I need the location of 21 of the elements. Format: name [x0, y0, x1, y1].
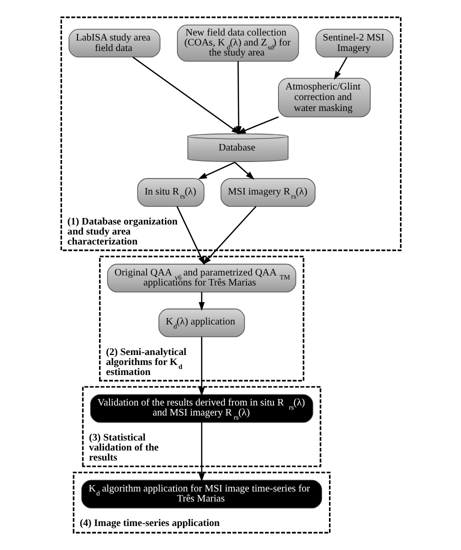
node-box: K$_{d}$ algorithm application for MSI image time-series for Três Marias: [80, 480, 322, 508]
node-box: Atmospheric/Glint correction and water masking: [278, 78, 370, 118]
node-box: Original QAA$_{v6}$ and parametrized QAA$_{TM}$ applications for Três Marias: [106, 264, 296, 292]
arrow: [235, 61, 242, 135]
arrow: [202, 206, 256, 265]
arrow: [132, 56, 240, 134]
node-box: MSI imagery R$_{rs}$(λ): [220, 178, 315, 207]
node-box: LabISA study area field data: [68, 28, 160, 58]
arrow: [333, 56, 347, 80]
arrow: [198, 422, 204, 482]
arrow: [198, 336, 204, 396]
arrow: [234, 162, 254, 180]
node-box: K$_{d}$(λ) application: [158, 308, 244, 338]
node-box: In situ R$_{rs}$(λ): [136, 178, 204, 207]
arrow: [236, 116, 278, 134]
node-box: New field data collection (COAs, K$_{d}$(λ) and Z$_{sd}$) for the study area: [176, 24, 298, 62]
arrow: [198, 162, 235, 180]
arrow: [176, 206, 204, 266]
node-box: Validation of the results derived from in situ R$_{rs}$(λ) and MSI imagery R$_{rs}$(λ): [90, 394, 313, 423]
node-box: Sentinel-2 MSI Imagery: [314, 28, 393, 58]
arrow: [198, 292, 204, 311]
